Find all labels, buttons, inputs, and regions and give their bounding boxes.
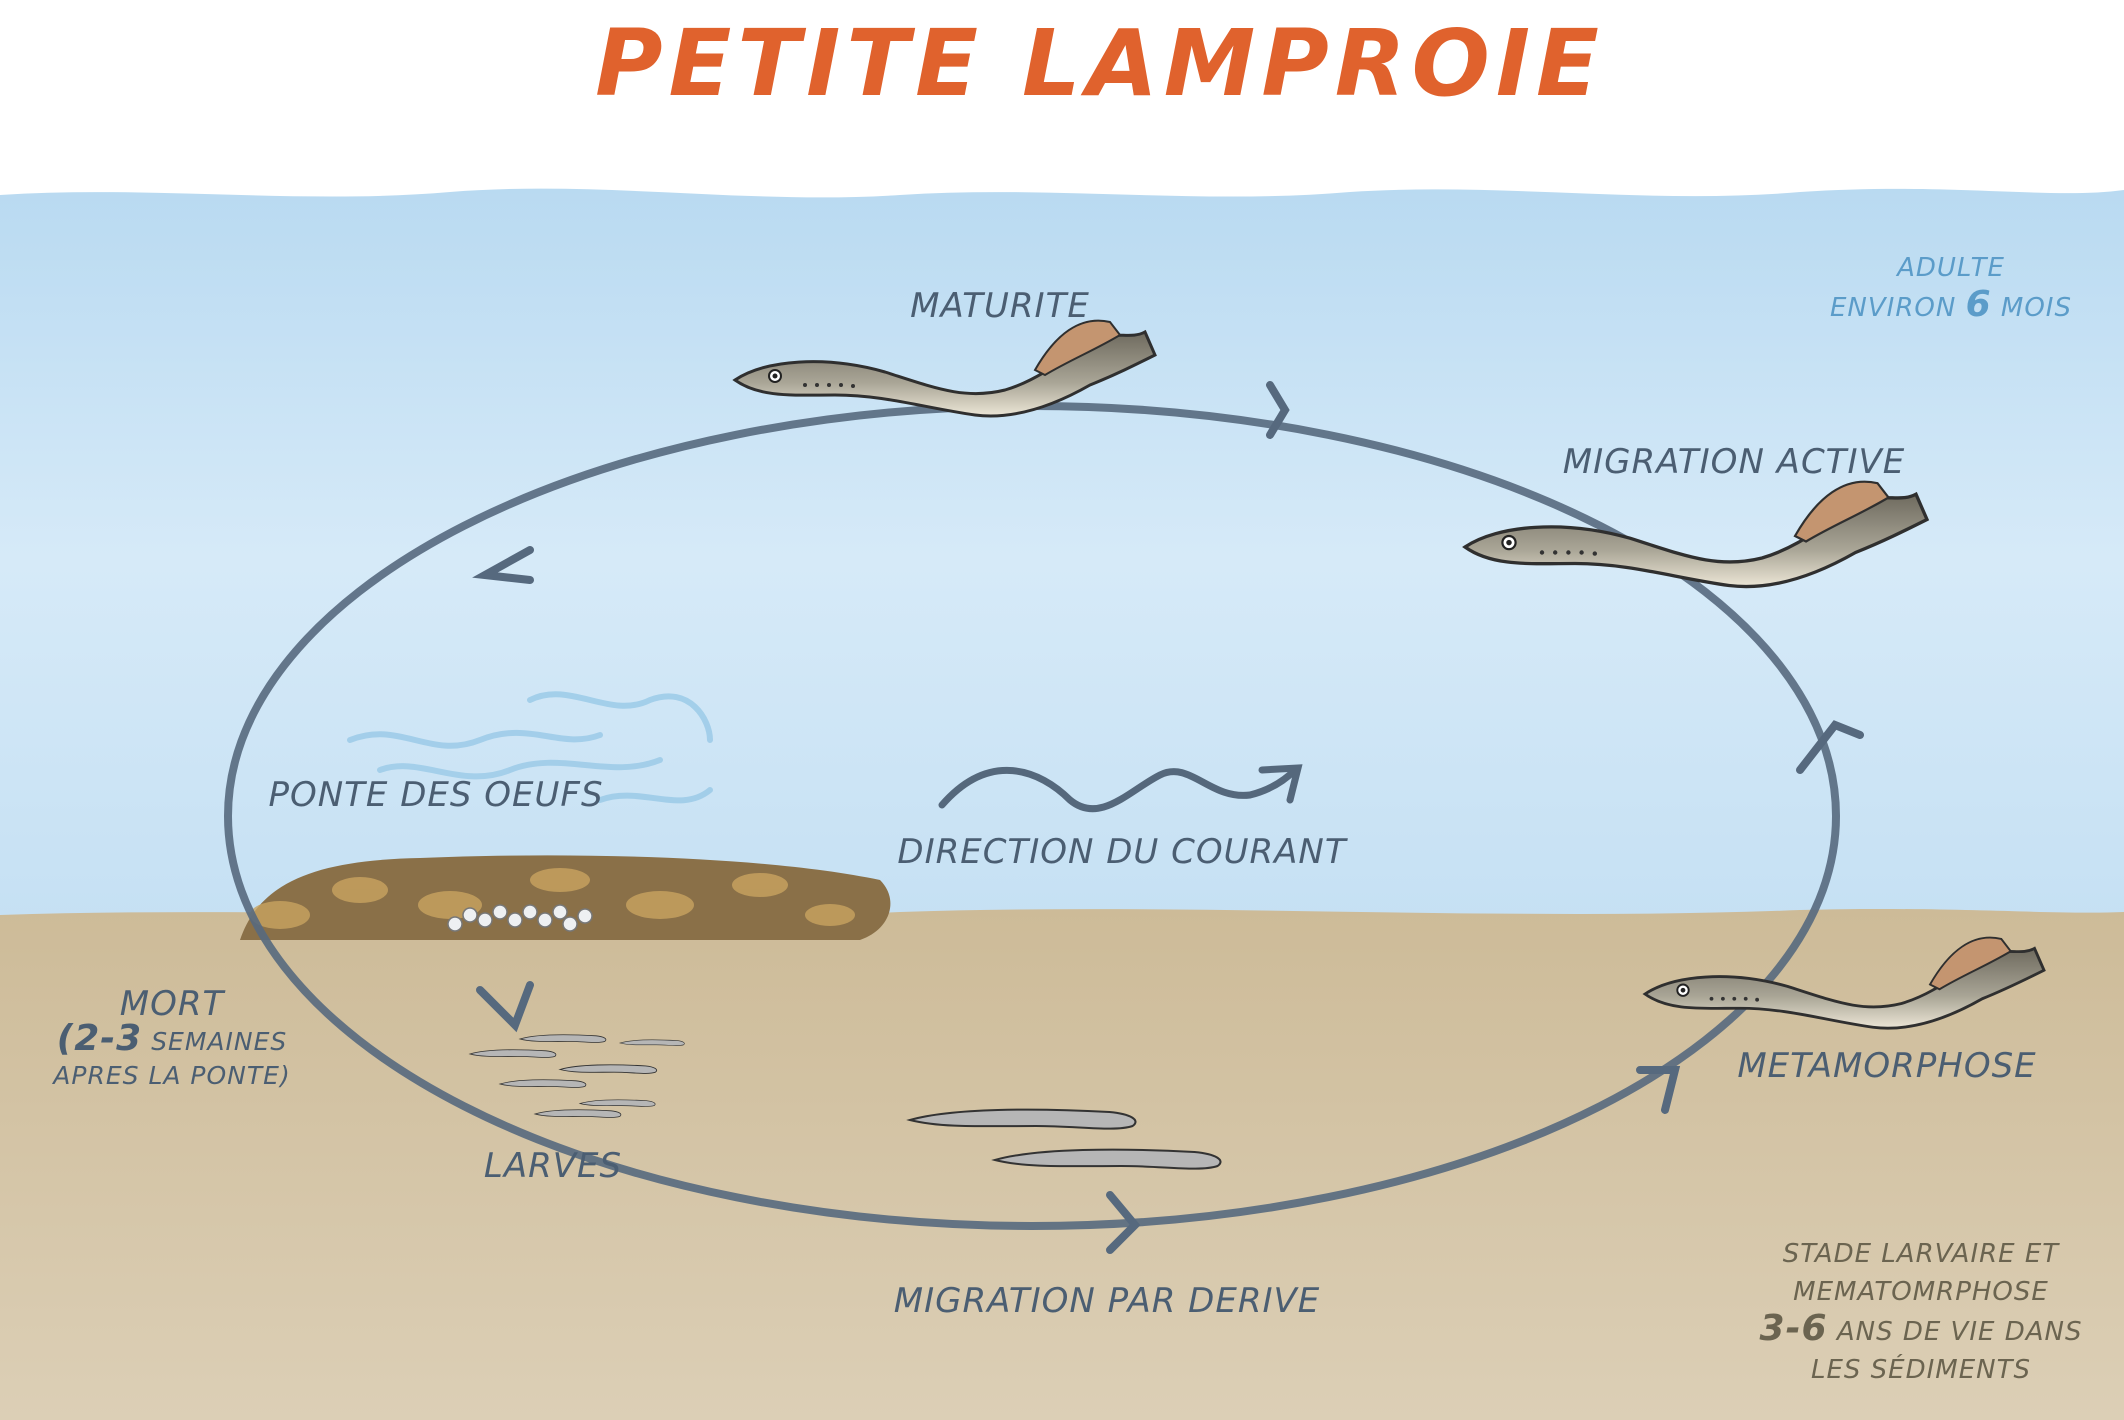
adult-note-number: 6 xyxy=(1966,284,1992,325)
label-migration-derive: MIGRATION PAR DERIVE xyxy=(894,1281,1320,1321)
water xyxy=(0,188,2124,930)
label-metamorphose: METAMORPHOSE xyxy=(1737,1046,2036,1086)
label-mort: MORT (2-3 SEMAINES APRES LA PONTE) xyxy=(51,984,290,1090)
label-direction-courant: DIRECTION DU COURANT xyxy=(897,832,1347,872)
larval-note-line4: LES SÉDIMENTS xyxy=(1811,1353,2031,1385)
larval-note-line3: 3-6 ANS DE VIE DANS xyxy=(1760,1308,2083,1349)
larval-note-line1: STADE LARVAIRE ET xyxy=(1783,1239,2060,1269)
larval-note-line2: MEMATOMRPHOSE xyxy=(1793,1277,2049,1307)
arrow-head xyxy=(1636,1066,1681,1114)
page-title: PETITE LAMPROIE xyxy=(595,10,1605,117)
label-larves: LARVES xyxy=(484,1146,622,1186)
gravel-spawning-bed xyxy=(240,855,891,940)
mort-weeks-text: SEMAINES xyxy=(151,1027,287,1056)
arrow-head xyxy=(1796,720,1864,774)
adult-duration-note: ADULTE ENVIRON 6 MOIS xyxy=(1830,253,2072,325)
adult-note-environ: ENVIRON xyxy=(1830,293,1956,323)
arrow-head xyxy=(472,546,534,584)
arrow-head xyxy=(1266,381,1290,439)
larval-note-text: ANS DE VIE DANS xyxy=(1835,1317,2083,1347)
larval-note-years: 3-6 xyxy=(1760,1308,1828,1349)
current-direction-arrow xyxy=(938,764,1303,813)
label-ponte: PONTE DES OEUFS xyxy=(268,775,603,815)
arrow-head xyxy=(1106,1191,1141,1254)
larval-duration-note: STADE LARVAIRE ET MEMATOMRPHOSE 3-6 ANS … xyxy=(1760,1239,2083,1385)
adult-note-mois: MOIS xyxy=(2001,293,2072,323)
label-maturite: MATURITE xyxy=(910,286,1090,326)
mort-weeks-number: (2-3 xyxy=(57,1018,143,1059)
adult-note-line2: ENVIRON 6 MOIS xyxy=(1830,284,2072,325)
eggs xyxy=(447,904,593,932)
water-current-swirls xyxy=(347,691,713,804)
mort-detail-line2: APRES LA PONTE) xyxy=(51,1061,290,1090)
arrow-head xyxy=(476,981,534,1033)
label-migration-active: MIGRATION ACTIVE xyxy=(1563,442,1905,482)
mort-detail-line1: (2-3 SEMAINES xyxy=(57,1018,288,1059)
adult-note-line1: ADULTE xyxy=(1895,253,2005,283)
mort-title: MORT xyxy=(120,984,226,1024)
